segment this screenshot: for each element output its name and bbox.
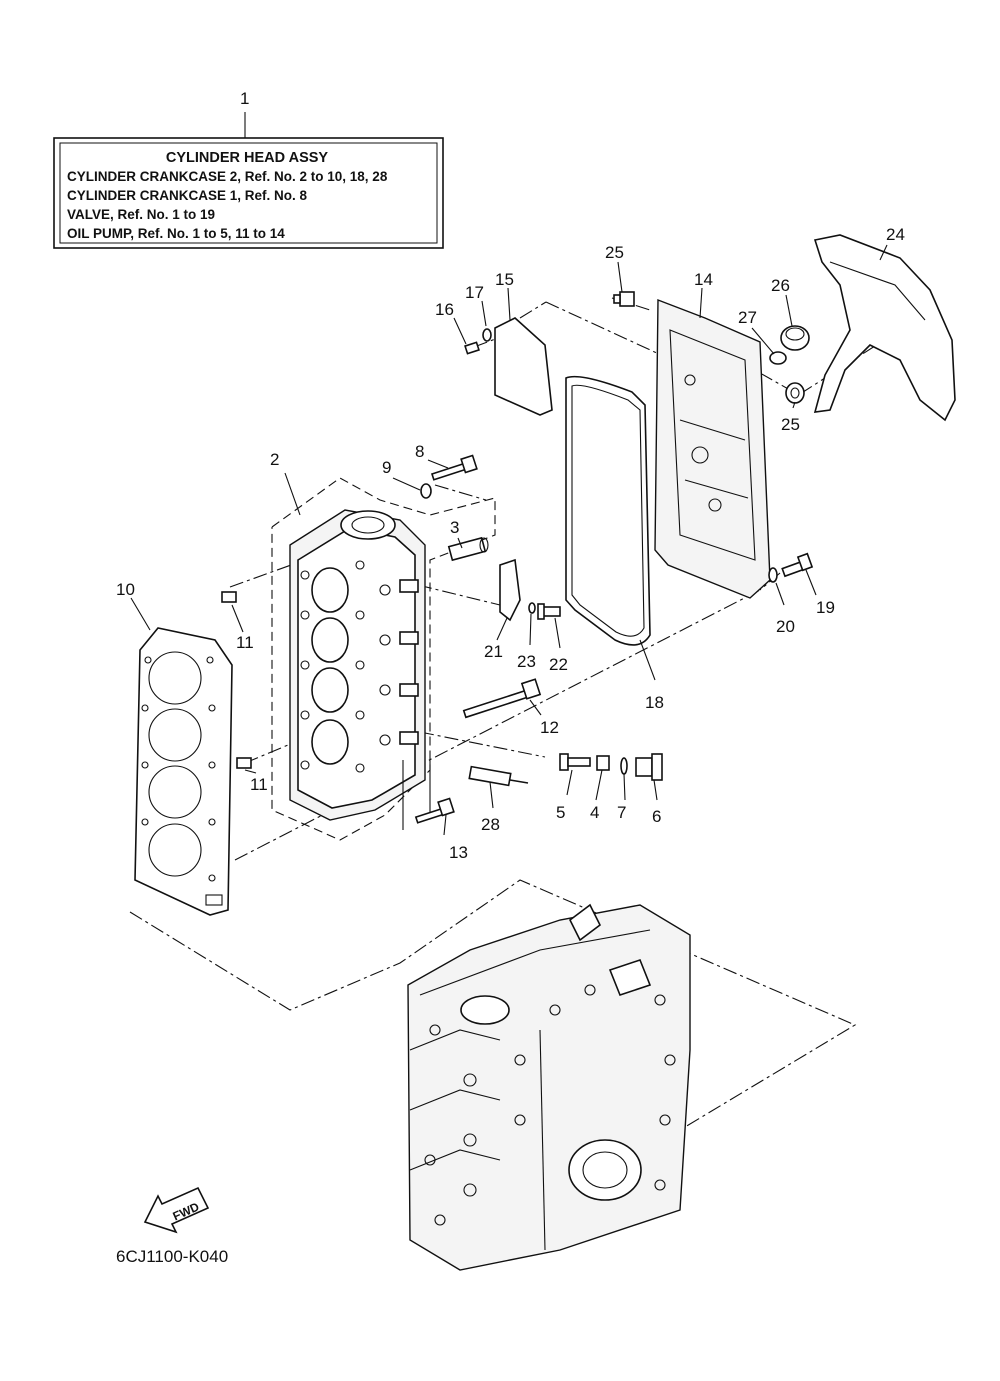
callout-20: 20 (776, 617, 795, 636)
fwd-direction-arrow: FWD (143, 1186, 210, 1234)
sensor-part-28[interactable] (468, 765, 529, 787)
bolt-part-16[interactable] (464, 341, 480, 355)
callout-15: 15 (495, 270, 514, 289)
callout-16: 16 (435, 300, 454, 319)
callout-21: 21 (484, 642, 503, 661)
crankcase-block[interactable] (407, 903, 691, 1271)
callout-24: 24 (886, 225, 905, 244)
bolt-part-13[interactable] (414, 797, 455, 824)
grommet-part-25-upper[interactable] (613, 291, 635, 307)
callout-13: 13 (449, 843, 468, 862)
callout-14: 14 (694, 270, 713, 289)
legend-line-4: OIL PUMP, Ref. No. 1 to 5, 11 to 14 (67, 226, 285, 241)
legend-line-3: VALVE, Ref. No. 1 to 19 (67, 207, 215, 222)
callout-12: 12 (540, 718, 559, 737)
washer-part-17[interactable] (482, 328, 492, 342)
callout-9: 9 (382, 458, 391, 477)
legend-box: 1 CYLINDER HEAD ASSY CYLINDER CRANKCASE … (53, 89, 444, 249)
o-ring-part-27[interactable] (769, 351, 787, 365)
callout-4: 4 (590, 803, 599, 822)
washer-part-9[interactable] (420, 483, 432, 499)
dowel-pin-lower[interactable] (236, 757, 252, 769)
callout-18: 18 (645, 693, 664, 712)
legend-line-1: CYLINDER CRANKCASE 2, Ref. No. 2 to 10, … (67, 169, 388, 184)
callout-28: 28 (481, 815, 500, 834)
plate-part-21[interactable] (499, 558, 521, 622)
callout-25-upper: 25 (605, 243, 624, 262)
callout-19: 19 (816, 598, 835, 617)
long-bolt-part-12[interactable] (462, 678, 542, 719)
callout-23: 23 (517, 652, 536, 671)
bolt-part-8[interactable] (430, 454, 478, 481)
callout-27: 27 (738, 308, 757, 327)
cover-part-15[interactable] (494, 317, 553, 416)
gasket-part-18[interactable] (565, 375, 651, 646)
callout-numbers: 2 3 4 5 6 7 8 9 10 11 11 12 13 14 15 16 … (116, 225, 905, 862)
callout-11-upper: 11 (236, 633, 254, 652)
head-gasket[interactable] (134, 627, 233, 916)
cap-part-26[interactable] (780, 325, 810, 351)
callout-11-lower: 11 (250, 775, 268, 794)
cylinder-head[interactable] (271, 477, 496, 841)
callout-2: 2 (270, 450, 279, 469)
callout-17: 17 (465, 283, 484, 302)
callout-6: 6 (652, 807, 661, 826)
bolt-part-19[interactable] (781, 552, 814, 578)
callout-3: 3 (450, 518, 459, 537)
washer-part-23[interactable] (528, 602, 536, 614)
plug-part-6[interactable] (635, 753, 663, 781)
callout-8: 8 (415, 442, 424, 461)
callout-5: 5 (556, 803, 565, 822)
drawing-code: 6CJ1100-K040 (116, 1247, 228, 1266)
callout-1: 1 (240, 89, 249, 108)
callout-22: 22 (549, 655, 568, 674)
dowel-pin-upper[interactable] (221, 591, 237, 603)
bolt-part-22[interactable] (537, 603, 561, 620)
callout-25-lower: 25 (781, 415, 800, 434)
callout-26: 26 (771, 276, 790, 295)
pipe-part-3[interactable] (447, 536, 489, 562)
o-ring-part-7[interactable] (620, 757, 628, 775)
collar-part-4[interactable] (596, 755, 610, 771)
bolt-part-5[interactable] (559, 753, 591, 771)
exhaust-cover-part-14[interactable] (654, 298, 771, 599)
legend-line-2: CYLINDER CRANKCASE 1, Ref. No. 8 (67, 188, 308, 203)
legend-title: CYLINDER HEAD ASSY (166, 150, 329, 166)
callout-7: 7 (617, 803, 626, 822)
grommet-part-25-lower[interactable] (785, 382, 805, 404)
washer-part-20[interactable] (768, 567, 778, 583)
callout-10: 10 (116, 580, 135, 599)
shield-part-24[interactable] (813, 234, 956, 422)
leader-lines (130, 244, 888, 836)
